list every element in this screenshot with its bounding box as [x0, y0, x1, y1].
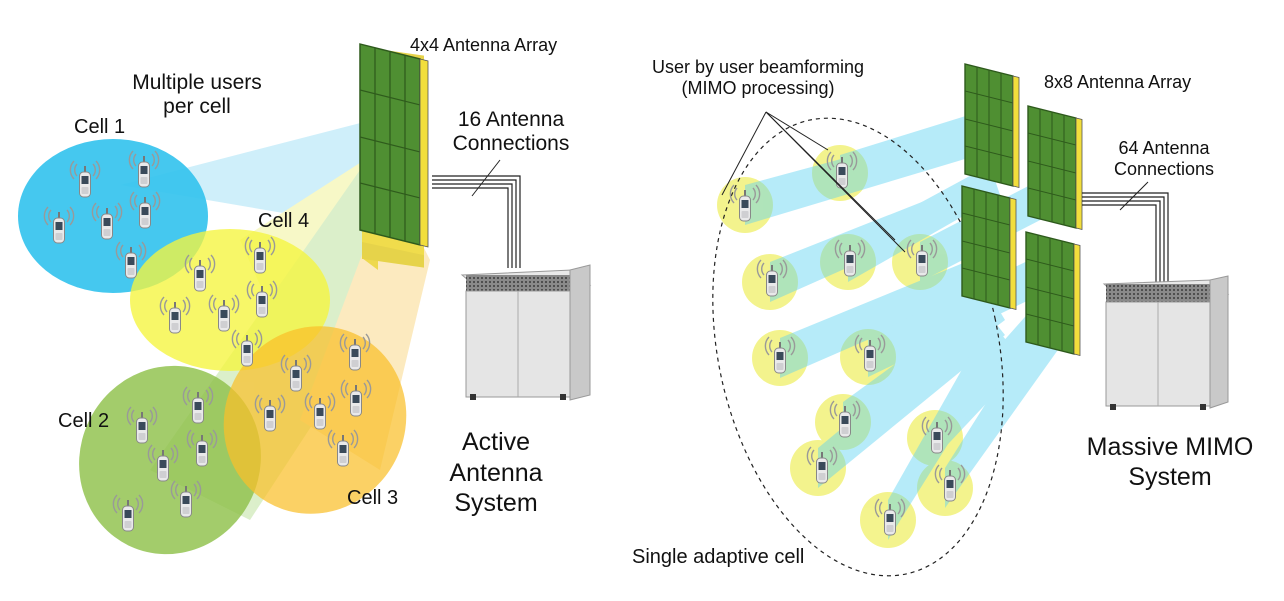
left-array-label: 4x4 Antenna Array	[410, 35, 558, 55]
right-array-label: 8x8 Antenna Array	[1044, 72, 1192, 92]
beamforming-label-line-2: (MIMO processing)	[681, 77, 835, 98]
right-connections-pointer	[1119, 181, 1149, 211]
right-connections-label-line-1: 64 Antenna	[1118, 138, 1210, 158]
right-connections-label: 64 Antenna Connections	[1094, 138, 1234, 179]
cell-3-label: Cell 3	[347, 487, 399, 509]
right-antenna-array	[961, 63, 1083, 356]
beamforming-label: User by user beamforming (MIMO processin…	[626, 57, 890, 98]
right-connections-label-line-2: Connections	[1113, 158, 1215, 179]
right-cables	[1082, 192, 1169, 286]
left-connections-label-line-2: Connections	[452, 132, 570, 156]
beamforming-label-line-1: User by user beamforming	[651, 57, 865, 77]
single-adaptive-cell-label: Single adaptive cell	[632, 546, 805, 568]
left-antenna-array	[359, 43, 429, 270]
left-connections-label: 16 Antenna Connections	[436, 108, 586, 156]
left-system-label-line-3: System	[454, 489, 538, 517]
right-baseband-cabinet	[1102, 275, 1230, 410]
left-users-label: Multiple users per cell	[113, 71, 281, 119]
left-baseband-cabinet	[460, 264, 592, 401]
right-system-label-line-2: System	[1128, 463, 1212, 491]
right-system-label: Massive MIMO System	[1070, 432, 1270, 492]
left-system-label-line-1: Active	[461, 428, 531, 456]
left-connections-label-line-1: 16 Antenna	[457, 108, 565, 131]
left-system-label: Active Antenna System	[432, 427, 560, 519]
left-connections-pointer	[471, 159, 501, 197]
right-system-label-line-1: Massive MIMO	[1086, 433, 1254, 461]
single-adaptive-cell-outline	[712, 117, 1004, 577]
left-cables	[432, 175, 521, 268]
cell-4-label: Cell 4	[258, 210, 310, 232]
left-system-label-line-2: Antenna	[449, 458, 543, 487]
left-users-label-line-2: per cell	[163, 95, 231, 119]
beamforming-pointers	[721, 111, 906, 253]
cell-1-label: Cell 1	[74, 116, 126, 138]
cell-2-label: Cell 2	[58, 410, 110, 432]
left-users-label-line-1: Multiple users	[132, 71, 262, 94]
